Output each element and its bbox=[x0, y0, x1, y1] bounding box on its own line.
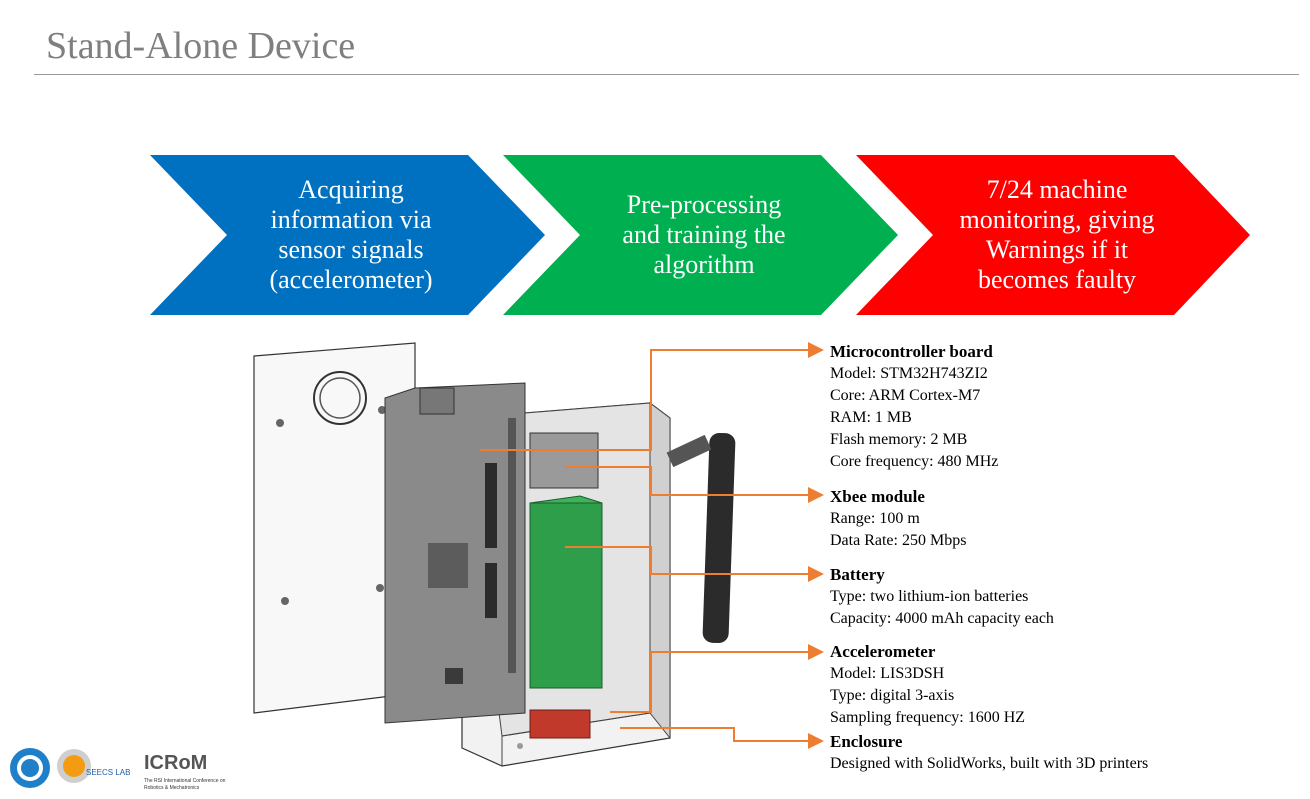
spec-heading: Battery bbox=[830, 565, 885, 584]
spec-accelerometer: Accelerometer Model: LIS3DSH Type: digit… bbox=[830, 641, 1025, 729]
spec-heading: Accelerometer bbox=[830, 642, 936, 661]
flow-step-monitor: 7/24 machine monitoring, giving Warnings… bbox=[856, 155, 1250, 315]
xbee-illustration bbox=[529, 432, 599, 489]
spec-enclosure: Enclosure Designed with SolidWorks, buil… bbox=[830, 731, 1148, 775]
flow-step-line: Acquiring bbox=[298, 175, 404, 204]
spec-line: Data Rate: 250 Mbps bbox=[830, 532, 967, 549]
microcontroller-board-illustration bbox=[384, 382, 526, 724]
flow-step-text: Pre-processing and training the algorith… bbox=[573, 155, 835, 315]
spec-line: Core: ARM Cortex-M7 bbox=[830, 387, 981, 404]
flow-step-line: and training the bbox=[622, 220, 786, 249]
flow-step-line: monitoring, giving bbox=[959, 205, 1155, 234]
spec-line: Capacity: 4000 mAh capacity each bbox=[830, 610, 1054, 627]
icrom-acronym: ICRoM bbox=[144, 752, 207, 774]
spec-line: Core frequency: 480 MHz bbox=[830, 453, 999, 470]
university-logo bbox=[10, 748, 50, 788]
icrom-line2: Robotics & Mechatronics bbox=[144, 785, 200, 791]
spec-line: Designed with SolidWorks, built with 3D … bbox=[830, 755, 1149, 772]
flow-step-line: (accelerometer) bbox=[269, 265, 433, 294]
battery-illustration bbox=[529, 502, 603, 689]
spec-line: Type: two lithium-ion batteries bbox=[830, 588, 1029, 605]
spec-heading: Enclosure bbox=[830, 732, 903, 751]
spec-line: Type: digital 3-axis bbox=[830, 687, 955, 704]
flow-step-acquire: Acquiring information via sensor signals… bbox=[150, 155, 545, 315]
flow-step-line: Warnings if it bbox=[985, 235, 1129, 264]
spec-heading: Microcontroller board bbox=[830, 342, 993, 361]
chevron-shape bbox=[856, 155, 1250, 315]
slide-title: Stand-Alone Device bbox=[46, 25, 356, 67]
chevron-shape bbox=[150, 155, 545, 315]
flow-step-line: information via bbox=[270, 205, 432, 234]
chevron-shape bbox=[503, 155, 898, 315]
spec-microcontroller: Microcontroller board Model: STM32H743ZI… bbox=[830, 341, 998, 473]
flow-step-preprocess: Pre-processing and training the algorith… bbox=[503, 155, 898, 315]
flow-step-line: becomes faulty bbox=[977, 265, 1137, 294]
flow-step-text: Acquiring information via sensor signals… bbox=[220, 155, 482, 315]
seecs-lab-logo: SEECS LAB bbox=[57, 749, 130, 783]
flow-step-text: 7/24 machine monitoring, giving Warnings… bbox=[926, 155, 1188, 315]
spec-line: Sampling frequency: 1600 HZ bbox=[830, 709, 1026, 726]
spec-heading: Xbee module bbox=[830, 487, 925, 506]
spec-line: Flash memory: 2 MB bbox=[830, 431, 968, 448]
spec-battery: Battery Type: two lithium-ion batteries … bbox=[830, 564, 1054, 630]
spec-line: RAM: 1 MB bbox=[830, 409, 912, 426]
spec-line: Model: STM32H743ZI2 bbox=[830, 365, 988, 382]
icrom-logo: ICRoM The RSI International Conference o… bbox=[144, 752, 226, 791]
flow-step-line: 7/24 machine bbox=[986, 175, 1128, 204]
footer-logos: SEECS LAB ICRoM The RSI International Co… bbox=[10, 748, 226, 791]
icrom-line1: The RSI International Conference on bbox=[144, 778, 226, 784]
seecs-label: SEECS LAB bbox=[86, 768, 130, 777]
process-flow: Acquiring information via sensor signals… bbox=[150, 155, 1250, 315]
title-divider bbox=[34, 74, 1299, 75]
flow-step-line: algorithm bbox=[653, 250, 755, 279]
spec-xbee: Xbee module Range: 100 m Data Rate: 250 … bbox=[830, 486, 966, 552]
spec-line: Range: 100 m bbox=[830, 510, 920, 527]
flow-step-line: sensor signals bbox=[278, 235, 424, 264]
device-exploded-view bbox=[253, 342, 736, 767]
spec-line: Model: LIS3DSH bbox=[830, 665, 945, 682]
antenna-illustration bbox=[666, 432, 736, 644]
flow-step-line: Pre-processing bbox=[626, 190, 782, 219]
accelerometer-illustration bbox=[529, 709, 591, 739]
